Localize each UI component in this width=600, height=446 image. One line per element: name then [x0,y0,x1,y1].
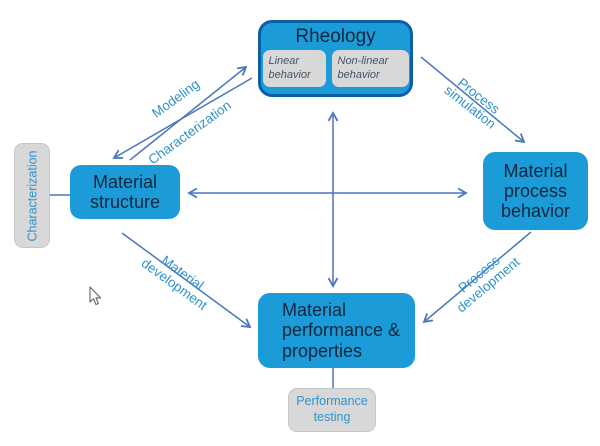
node-material-performance: Material performance & properties [258,293,415,368]
edge-label-process-development: Process development [445,244,523,316]
chip-linear-behavior: Linear behavior [262,50,326,88]
tag-performance-testing: Performance testing [288,388,376,432]
edge-label-modeling: Modeling [149,76,203,121]
tag-characterization-label: Characterization [25,149,40,242]
node-material-process-behavior: Material process behavior [483,152,588,230]
node-rheology: Rheology Linear behavior Non-linear beha… [258,20,413,97]
node-rheology-title: Rheology [295,26,376,47]
rheology-chip-row: Linear behavior Non-linear behavior [262,50,409,88]
tag-characterization: Characterization [14,143,50,248]
edge-label-process-simulation: Process simulation [441,72,506,132]
edge-label-material-development: Material development [138,245,217,313]
node-material-structure: Material structure [70,165,180,219]
mouse-cursor-icon [89,286,102,306]
chip-nonlinear-behavior: Non-linear behavior [331,50,409,88]
